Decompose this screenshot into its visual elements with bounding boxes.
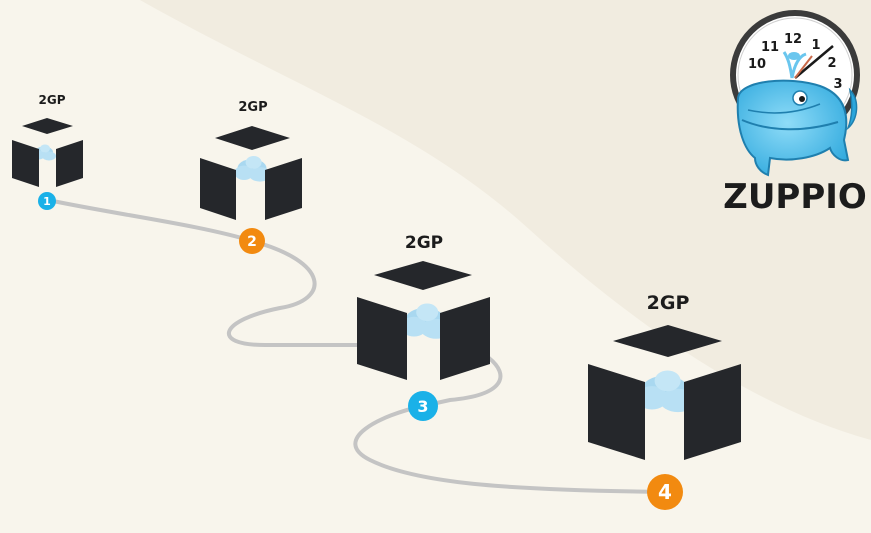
box-4 [588,325,741,460]
step-4-marker: 4 [647,474,683,510]
brand-wordmark: ZUPPIO [723,177,867,217]
step-3-marker: 3 [408,391,438,421]
connector-path-2 [353,356,667,494]
svg-text:4: 4 [658,480,672,504]
whale-clock-icon: 11 12 1 10 2 3 4 [730,10,860,177]
step-2-marker: 2 [239,228,265,254]
svg-text:1: 1 [811,38,820,53]
svg-text:3: 3 [417,397,428,416]
svg-text:1: 1 [43,195,51,208]
svg-text:2: 2 [827,56,836,71]
background-shape [140,0,871,440]
box-3 [357,261,490,380]
box-1 [12,118,83,187]
step-2-label: 2GP [238,100,267,115]
box-2 [200,126,302,220]
svg-text:11: 11 [761,40,779,55]
step-1-label: 2GP [39,93,66,107]
svg-text:12: 12 [784,32,802,47]
step-4-label: 2GP [647,292,690,314]
step-1-marker: 1 [38,192,56,210]
connector-path [46,198,362,347]
step-3-label: 2GP [405,233,443,253]
svg-text:3: 3 [833,77,842,92]
svg-text:10: 10 [748,57,766,72]
svg-text:2: 2 [247,234,257,250]
